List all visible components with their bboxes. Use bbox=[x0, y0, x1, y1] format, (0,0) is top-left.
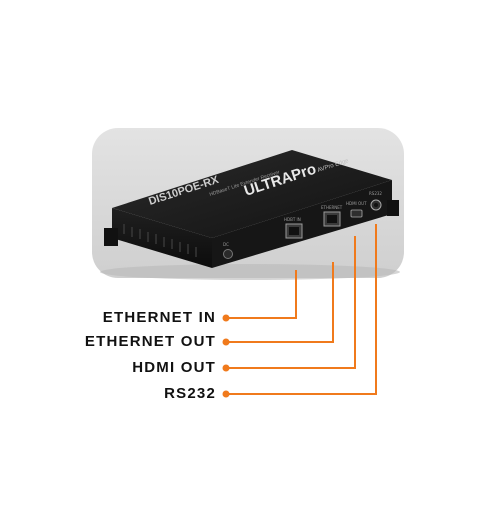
leader-ethernet-out bbox=[226, 262, 334, 343]
mounting-ear-right bbox=[387, 200, 399, 216]
callout-leaders bbox=[226, 224, 377, 395]
callout-label-hdmi-out: HDMI OUT bbox=[132, 359, 216, 376]
callout-dots bbox=[222, 314, 230, 398]
side-vents bbox=[123, 224, 197, 257]
hdmi-out-port bbox=[350, 209, 363, 218]
dc-power-port bbox=[223, 249, 233, 259]
dc-port-label: DC bbox=[223, 242, 229, 247]
device-left-side bbox=[112, 208, 212, 268]
callout-label-ethernet-in: ETHERNET IN bbox=[102, 309, 216, 326]
device-shadow bbox=[100, 264, 400, 280]
device-top bbox=[112, 150, 392, 238]
device-body: DIS10POE-RX HDBaseT Lite Extender Receiv… bbox=[104, 150, 399, 268]
ethernet-out-port-label: ETHERNET bbox=[321, 205, 343, 210]
dot-hdmi-out bbox=[222, 364, 230, 372]
dot-rs232 bbox=[222, 390, 230, 398]
hdmi-out-port-label: HDMI OUT bbox=[346, 201, 367, 206]
callout-label-rs232: RS232 bbox=[164, 385, 216, 402]
dot-ethernet-out bbox=[222, 338, 230, 346]
leader-rs232 bbox=[226, 224, 377, 395]
dot-ethernet-in bbox=[222, 314, 230, 322]
mounting-ear-left bbox=[104, 228, 118, 246]
ethernet-in-port-label: HDBT IN bbox=[284, 217, 301, 222]
leader-hdmi-out bbox=[226, 236, 356, 369]
rs232-port-label: RS232 bbox=[369, 191, 382, 196]
callout-label-ethernet-out: ETHERNET OUT bbox=[84, 333, 216, 350]
leader-ethernet-in bbox=[226, 270, 297, 319]
